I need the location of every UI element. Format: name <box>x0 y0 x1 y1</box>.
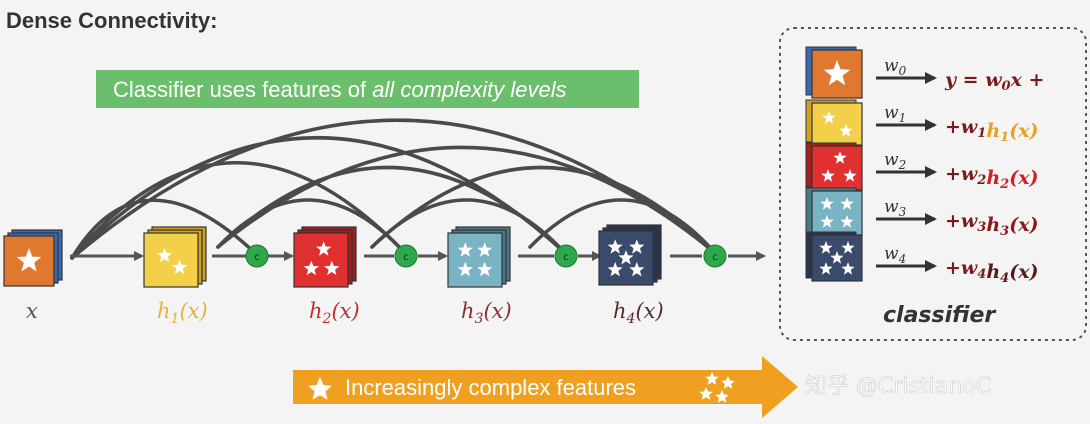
star-icon <box>843 169 857 182</box>
slide-title: Dense Connectivity: <box>6 8 218 33</box>
classifier-feature-h2 <box>805 142 863 191</box>
classifier-feature-front <box>811 102 863 146</box>
star-icon <box>477 242 493 257</box>
star-icon <box>841 262 855 275</box>
node-labels: x h1(x) h2(x) h3(x) h4(x) <box>26 299 664 327</box>
feature-map-layer <box>293 232 349 288</box>
concat-node-1: c <box>245 244 269 268</box>
concat-label: c <box>563 252 569 263</box>
complexity-arrow <box>293 356 798 418</box>
equation-term: +w2h2(x) <box>945 163 1039 192</box>
banner-bg <box>96 70 639 108</box>
classifier-feature-stack <box>805 46 863 282</box>
label-h3: h3(x) <box>461 299 512 327</box>
feature-map-stacks <box>3 224 662 288</box>
classifier-box <box>779 27 1087 341</box>
classifier-row-4: w4 +w4h4(x) <box>876 244 1039 286</box>
equation-term: y = w0x + <box>944 69 1044 94</box>
equation-term: +w4h4(x) <box>945 257 1039 286</box>
star-icon <box>316 241 332 256</box>
classifier-equation: w0 y = w0x + w1 +w1h1(x) w2 +w2h2(x) w3 +w3h3(x… <box>876 56 1044 286</box>
classifier-feature-h3 <box>805 187 863 236</box>
star-icon <box>324 260 340 276</box>
concat-label: c <box>712 252 718 263</box>
star-icon <box>840 215 854 228</box>
skip-connections <box>70 118 717 260</box>
concat-circle <box>703 244 727 268</box>
star-icon <box>821 169 835 182</box>
feature-stack-x <box>3 229 63 287</box>
equation-term: +w3h3(x) <box>945 210 1039 239</box>
concat-circle <box>554 244 578 268</box>
feature-stack-h2 <box>293 226 357 288</box>
concat-circle <box>394 244 418 268</box>
star-icon <box>457 242 473 257</box>
star-icon <box>820 215 834 228</box>
star-icon <box>833 151 847 164</box>
star-icon <box>830 251 844 264</box>
label-h4: h4(x) <box>613 299 664 327</box>
star-icon <box>156 247 173 263</box>
classifier-feature-front <box>811 190 863 236</box>
feature-map-layer <box>447 232 503 288</box>
star-icon <box>841 241 855 254</box>
concat-node-3: c <box>554 244 578 268</box>
star-icon <box>457 261 473 277</box>
classifier-row-2: w2 +w2h2(x) <box>876 150 1039 192</box>
star-icon <box>172 259 188 274</box>
equation-term: +w1h1(x) <box>945 116 1039 145</box>
star-icon <box>16 248 42 272</box>
star-icon <box>819 241 833 254</box>
star-icon <box>607 261 623 277</box>
weight-label: w2 <box>884 150 906 172</box>
star-icon <box>308 377 332 400</box>
feature-map-layer <box>143 232 199 288</box>
weight-label: w4 <box>884 244 906 266</box>
feature-stack-h4 <box>598 224 662 286</box>
complexity-arrow-label: Increasingly complex features <box>345 375 636 400</box>
weight-label: w0 <box>884 56 907 78</box>
label-h2: h2(x) <box>309 299 360 327</box>
watermark: 知乎 @CristianoC <box>805 374 991 399</box>
classifier-row-3: w3 +w3h3(x) <box>876 197 1039 239</box>
concat-node-2: c <box>394 244 418 268</box>
concat-circle <box>245 244 269 268</box>
star-icon <box>819 262 833 275</box>
arc-c3-to-c4 <box>528 198 717 255</box>
star-icon <box>839 124 853 137</box>
star-icon <box>629 261 645 277</box>
star-icon <box>607 239 623 254</box>
concat-label: c <box>254 252 260 263</box>
star-icon <box>840 197 854 210</box>
classifier-feature-front <box>811 145 863 191</box>
label-x: x <box>26 299 38 323</box>
feature-stack-h3 <box>447 226 511 288</box>
star-icon <box>618 250 634 265</box>
classifier-row-0: w0 y = w0x + <box>876 56 1044 94</box>
star-icon <box>303 260 319 276</box>
classifier-feature-h4 <box>805 231 863 282</box>
star-icon <box>822 111 836 124</box>
label-h1: h1(x) <box>157 299 208 327</box>
star-icon <box>477 261 493 277</box>
arc-x-to-c2 <box>70 161 407 260</box>
classifier-row-1: w1 +w1h1(x) <box>876 103 1039 145</box>
star-icon <box>629 239 645 254</box>
stars-cluster-icon <box>699 372 735 403</box>
concat-node-4: c <box>703 244 727 268</box>
concat-label: c <box>403 252 409 263</box>
classifier-feature-h1 <box>805 99 863 146</box>
feature-stack-h1 <box>143 226 207 288</box>
classifier-title: classifier <box>883 303 996 328</box>
star-icon <box>820 197 834 210</box>
classifier-feature-x <box>805 46 863 99</box>
weight-label: w1 <box>884 103 906 125</box>
weight-label: w3 <box>884 197 907 219</box>
banner-text: Classifier uses features of all complexi… <box>113 77 567 102</box>
star-icon <box>823 60 851 86</box>
